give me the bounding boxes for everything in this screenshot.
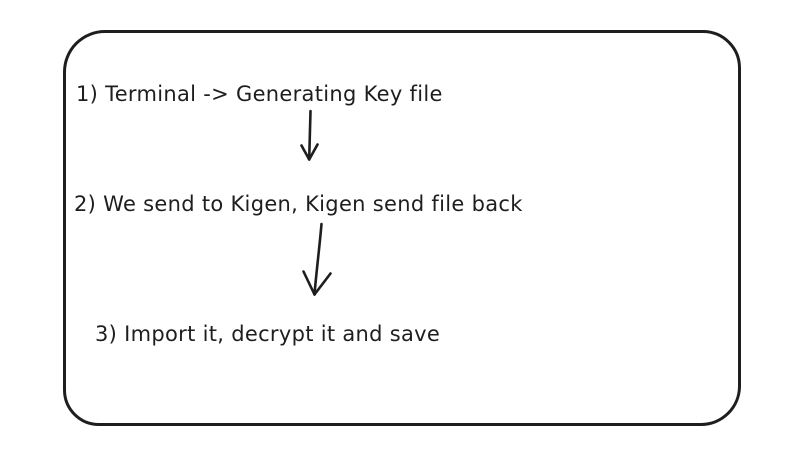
down-arrow-2-icon (298, 221, 336, 301)
step-2-text: 2) We send to Kigen, Kigen send file bac… (74, 192, 523, 216)
down-arrow-1-icon (294, 108, 326, 166)
step-1-text: 1) Terminal -> Generating Key file (76, 82, 443, 106)
step-3-text: 3) Import it, decrypt it and save (95, 322, 441, 346)
flow-frame (63, 30, 741, 426)
